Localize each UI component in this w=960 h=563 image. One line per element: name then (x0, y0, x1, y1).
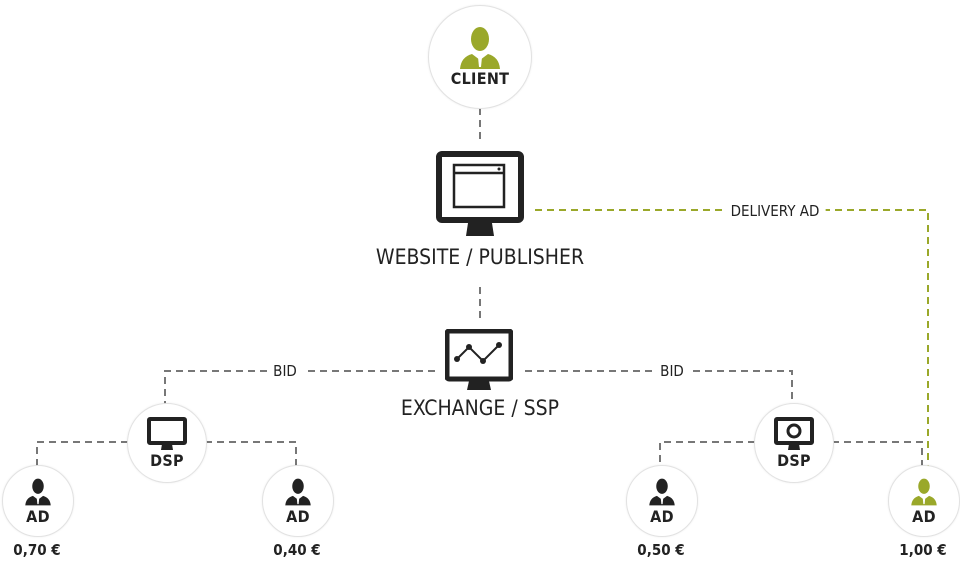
exchange-monitor-icon (445, 329, 513, 390)
website-monitor-icon (436, 151, 524, 236)
person-icon (911, 478, 937, 505)
dsp-label: DSP (777, 450, 811, 470)
dsp1-ad1-line (36, 441, 128, 466)
website-label: WEBSITE / PUBLISHER (375, 245, 585, 269)
exchange-label: EXCHANGE / SSP (400, 396, 560, 420)
client-label: CLIENT (450, 68, 510, 88)
ad-node-winner: AD (888, 465, 960, 537)
ad-label: AD (286, 506, 310, 526)
dsp-label: DSP (150, 450, 184, 470)
dsp-node: DSP (127, 403, 207, 483)
delivery-ad-label: DELIVERY AD (724, 202, 826, 220)
client-node: CLIENT (428, 5, 532, 109)
ad-price: 0,40 € (273, 541, 321, 559)
ad-node: AD (262, 465, 334, 537)
person-icon (460, 26, 500, 69)
dsp2-ad4-line (832, 441, 923, 466)
dsp1-ad2-line (205, 441, 297, 466)
dsp-node: DSP (754, 403, 834, 483)
bid-right-label: BID (654, 362, 690, 380)
ad-node: AD (626, 465, 698, 537)
person-icon (285, 478, 311, 505)
monitor-icon (147, 416, 187, 450)
dsp2-ad3-line (659, 441, 755, 466)
bid-right-line (525, 370, 793, 405)
person-icon (649, 478, 675, 505)
ad-price: 0,70 € (13, 541, 61, 559)
ad-label: AD (650, 506, 674, 526)
ad-label: AD (26, 506, 50, 526)
ad-node: AD (2, 465, 74, 537)
bid-left-label: BID (267, 362, 303, 380)
person-icon (25, 478, 51, 505)
ad-price: 1,00 € (899, 541, 947, 559)
ad-price: 0,50 € (637, 541, 685, 559)
delivery-line (535, 209, 929, 466)
ad-label: AD (912, 506, 936, 526)
monitor-logo-icon (774, 416, 814, 450)
bid-left-line (164, 370, 435, 405)
